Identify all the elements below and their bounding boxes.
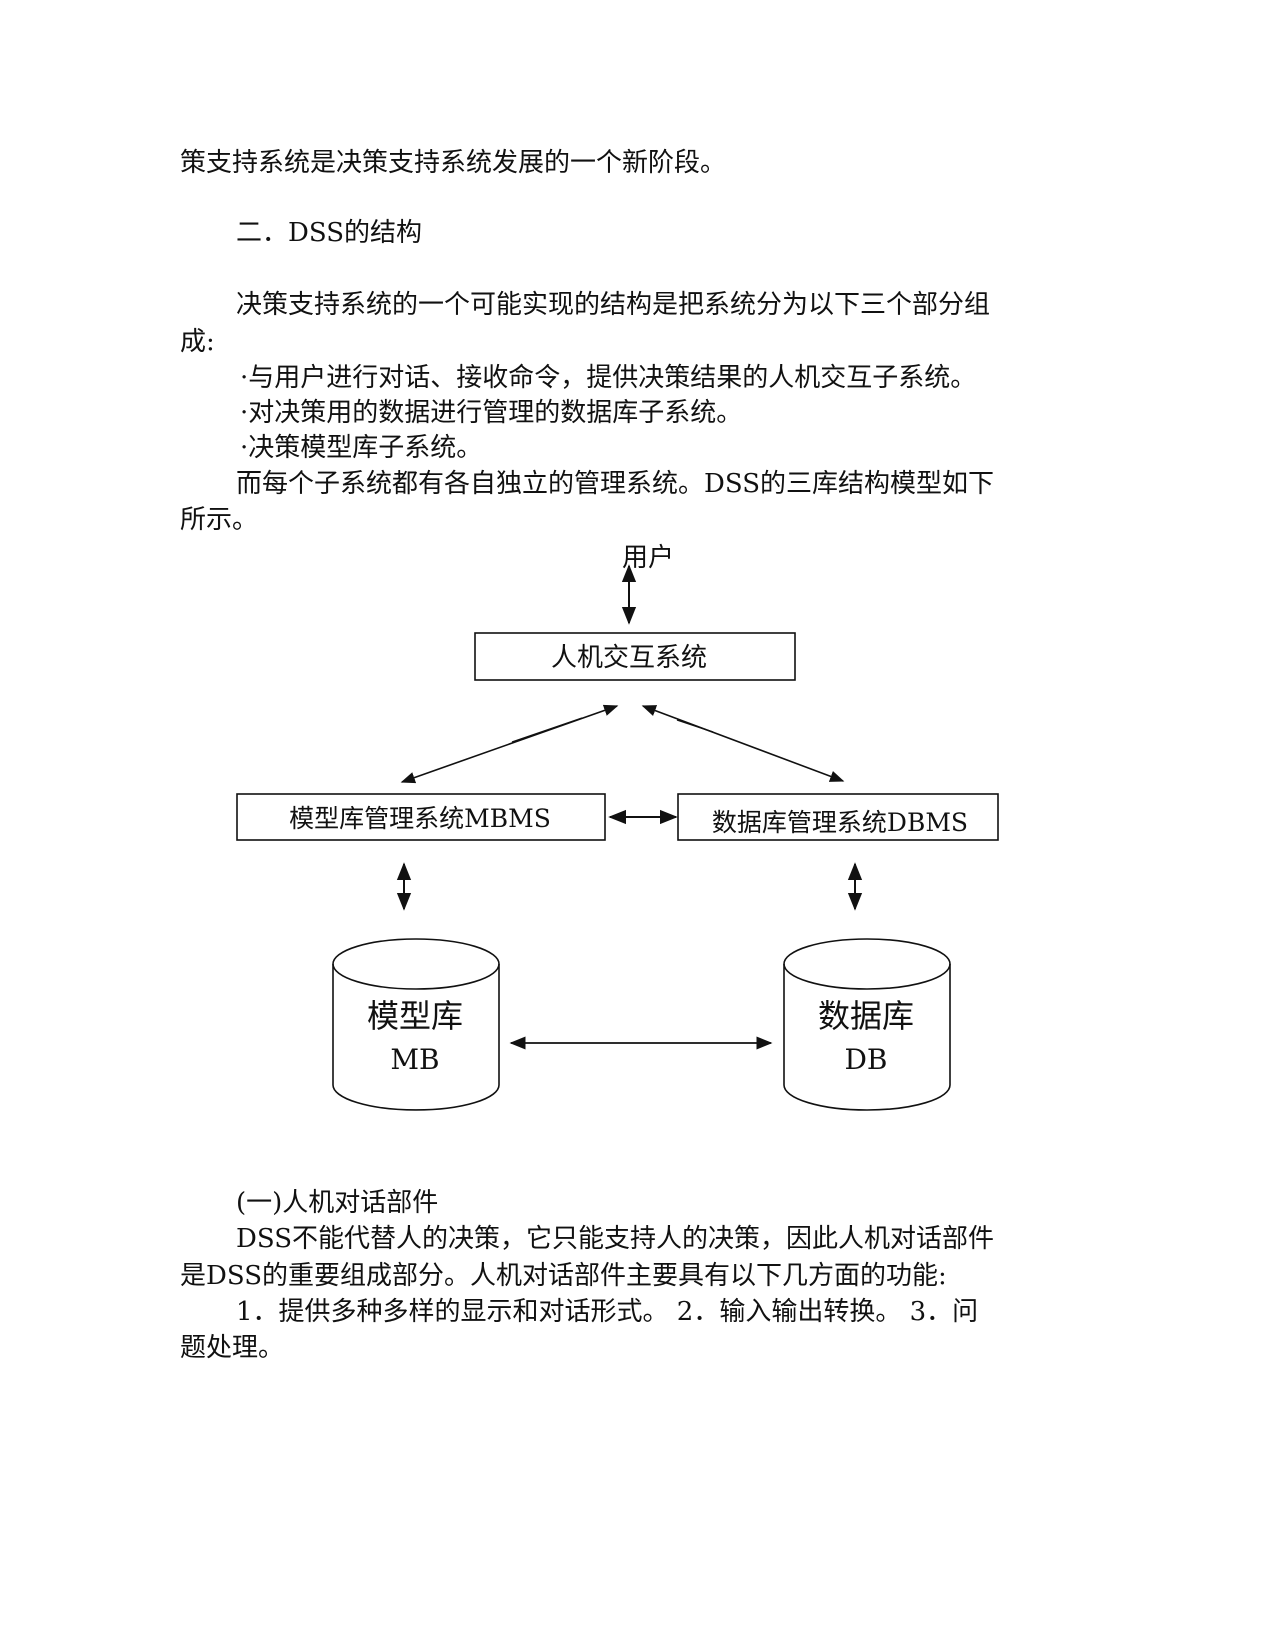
database-cylinder — [783, 938, 951, 1111]
mbms-label: 模型库管理系统MBMS — [289, 804, 551, 833]
model-base-cylinder — [332, 938, 500, 1111]
top-line: 策支持系统是决策支持系统发展的一个新阶段。 — [180, 148, 727, 178]
dbms-hci-tick — [676, 719, 714, 733]
db-code-label: DB — [844, 1043, 887, 1076]
intro-line-1: 决策支持系统的一个可能实现的结构是把系统分为以下三个部分组 — [236, 290, 991, 320]
subsection-p1-line-1: DSS不能代替人的决策，它只能支持人的决策，因此人机对话部件 — [236, 1224, 995, 1254]
dbms-hci-arrow — [641, 705, 845, 782]
mbms-hci-arrow — [400, 704, 619, 784]
bullet-item: ·与用户进行对话、接收命令，提供决策结果的人机交互子系统。 — [240, 363, 977, 393]
dbms-label: 数据库管理系统DBMS — [712, 808, 968, 837]
after-bullets-line-1: 而每个子系统都有各自独立的管理系统。DSS的三库结构模型如下 — [236, 469, 995, 499]
bullet-item: ·对决策用的数据进行管理的数据库子系统。 — [240, 398, 743, 428]
db-name-label: 数据库 — [818, 997, 914, 1035]
subsection-heading: (一)人机对话部件 — [236, 1188, 439, 1218]
after-bullets-line-2: 所示。 — [180, 505, 259, 535]
subsection-p2-line-1: 1．提供多种多样的显示和对话形式。 2．输入输出转换。 3．问 — [236, 1297, 979, 1327]
intro-line-2: 成: — [180, 327, 215, 357]
hci-box — [474, 632, 796, 681]
dbms-box — [677, 793, 999, 841]
mbms-hci-tick — [511, 717, 583, 743]
hci-label: 人机交互系统 — [551, 643, 707, 673]
subsection-p1-line-2: 是DSS的重要组成部分。人机对话部件主要具有以下几方面的功能: — [180, 1261, 947, 1291]
mb-name-label: 模型库 — [367, 997, 463, 1035]
mb-code-label: MB — [390, 1043, 439, 1076]
subsection-p2-line-2: 题处理。 — [180, 1333, 285, 1363]
bullet-item: ·决策模型库子系统。 — [240, 433, 483, 463]
section-heading: 二．DSS的结构 — [236, 218, 423, 248]
mbms-box — [236, 793, 606, 841]
